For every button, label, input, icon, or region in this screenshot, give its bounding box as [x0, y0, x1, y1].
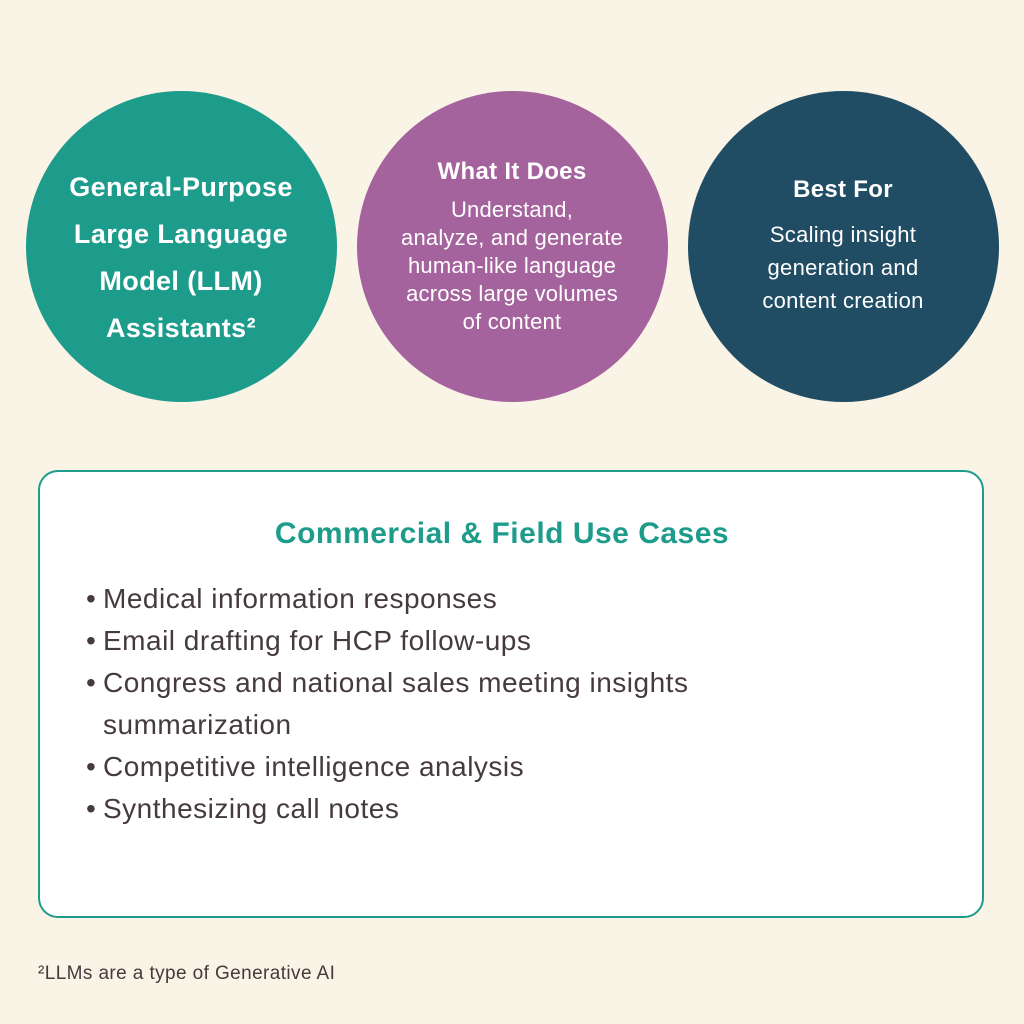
bullet-dot-icon: •	[86, 583, 97, 614]
circle2-title: What It Does	[437, 157, 587, 185]
circle1-line: Large Language	[73, 218, 289, 249]
use-case-text: Congress and national sales meeting insi…	[103, 667, 689, 740]
bullet-dot-icon: •	[86, 751, 97, 782]
use-case-text: Email drafting for HCP follow-ups	[103, 625, 532, 656]
bullet-dot-icon: •	[86, 667, 97, 698]
use-case-item: • Synthesizing call notes	[86, 788, 836, 830]
use-case-text: Synthesizing call notes	[103, 793, 400, 824]
circle2-line: human-like language	[407, 252, 617, 278]
circle-general-purpose-llm-assistants: General-Purpose Large Language Model (LL…	[25, 91, 337, 402]
circle3-line: content creation	[762, 288, 924, 313]
use-case-list: • Medical information responses • Email …	[86, 578, 836, 830]
circle2-line: Understand,	[450, 196, 574, 222]
card-title: Commercial & Field Use Cases	[274, 517, 730, 550]
use-case-text: Medical information responses	[103, 583, 498, 614]
bullet-dot-icon: •	[86, 625, 97, 656]
circle-what-it-does: What It Does Understand, analyze, and ge…	[356, 91, 668, 402]
circle3-title: Best For	[793, 176, 893, 203]
use-case-item: • Medical information responses	[86, 578, 836, 620]
circle1-line: Model (LLM)	[99, 265, 263, 296]
use-case-item: • Email drafting for HCP follow-ups	[86, 620, 836, 662]
circles-row: General-Purpose Large Language Model (LL…	[0, 91, 1024, 402]
circle1-line: General-Purpose	[69, 171, 293, 202]
circle2-line: of content	[462, 308, 562, 334]
circle2-line: across large volumes	[406, 280, 618, 306]
bullet-dot-icon: •	[86, 793, 97, 824]
circle3-line: generation and	[767, 255, 919, 280]
use-case-item: • Competitive intelligence analysis	[86, 746, 836, 788]
use-cases-card: Commercial & Field Use Cases • Medical i…	[38, 470, 984, 918]
use-case-text: Competitive intelligence analysis	[103, 751, 525, 782]
circle3-line: Scaling insight	[769, 222, 917, 247]
circle1-line: Assistants²	[106, 312, 256, 343]
use-case-item: • Congress and national sales meeting in…	[86, 662, 836, 746]
circle-best-for: Best For Scaling insight generation and …	[687, 91, 999, 402]
circle2-line: analyze, and generate	[401, 224, 623, 250]
footnote: ²LLMs are a type of Generative AI	[38, 963, 336, 984]
